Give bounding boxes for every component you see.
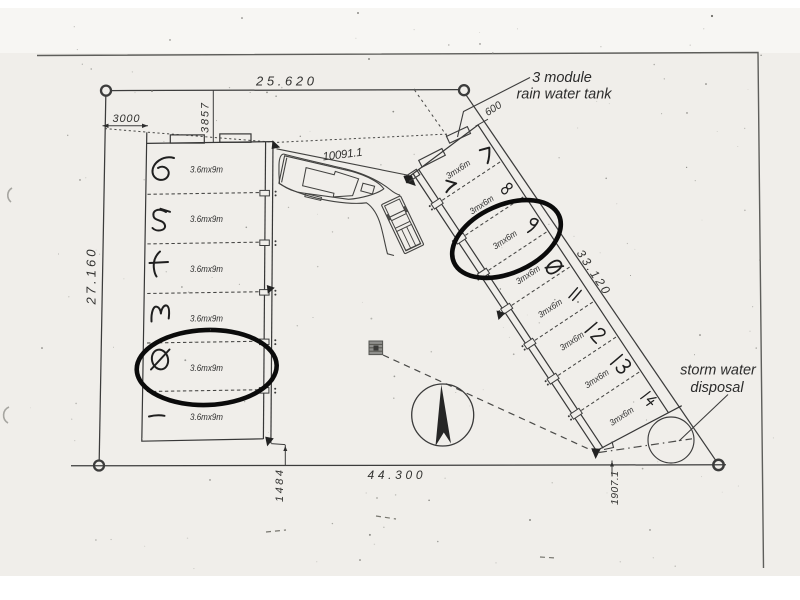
svg-text:3 module: 3 module xyxy=(532,70,592,86)
svg-text:44.300: 44.300 xyxy=(368,468,423,482)
svg-text:10091.1: 10091.1 xyxy=(322,147,363,164)
svg-text:3.6mx9m: 3.6mx9m xyxy=(190,165,223,176)
svg-text:3000: 3000 xyxy=(113,113,141,125)
svg-text:25.620: 25.620 xyxy=(255,74,315,89)
svg-text:3.6mx9m: 3.6mx9m xyxy=(190,264,223,275)
svg-text:3.6mx9m: 3.6mx9m xyxy=(190,363,223,374)
svg-text:3.6mx9m: 3.6mx9m xyxy=(190,412,223,423)
svg-text:27.160: 27.160 xyxy=(84,249,99,306)
svg-text:storm water: storm water xyxy=(680,363,757,379)
svg-text:disposal: disposal xyxy=(690,380,744,396)
svg-text:rain water tank: rain water tank xyxy=(516,87,612,103)
svg-text:3.6mx9m: 3.6mx9m xyxy=(190,313,223,324)
svg-text:3.6mx9m: 3.6mx9m xyxy=(190,214,223,225)
svg-text:3857: 3857 xyxy=(200,102,212,133)
svg-text:1907.1: 1907.1 xyxy=(609,471,621,505)
